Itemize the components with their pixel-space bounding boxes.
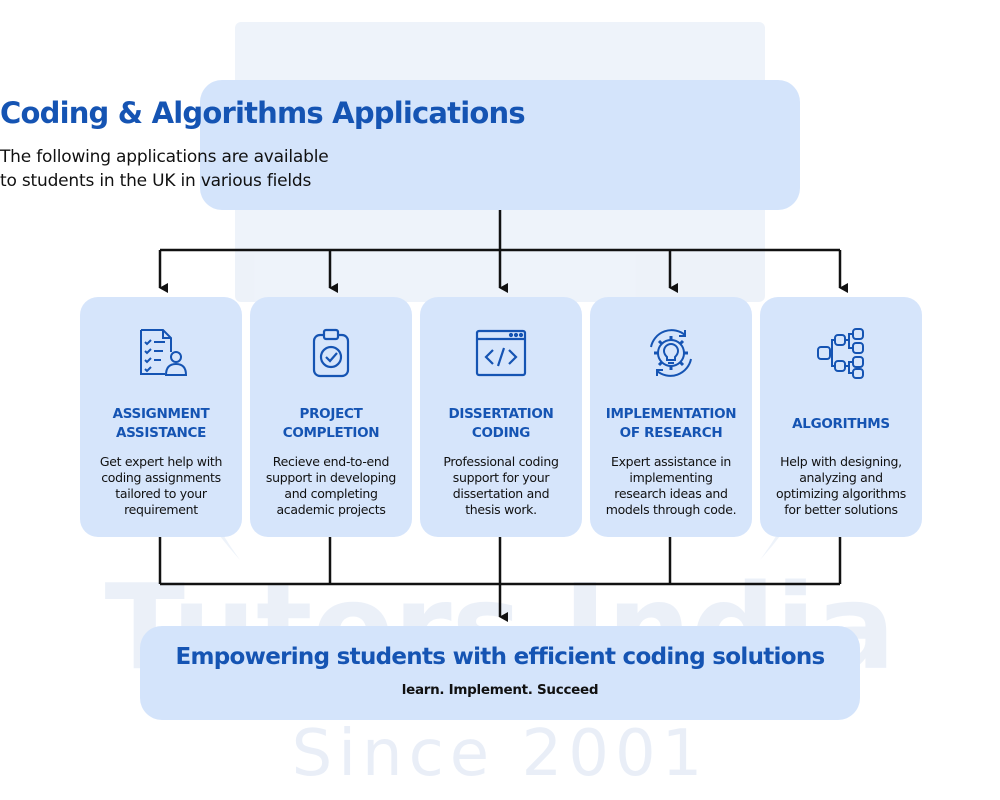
clipboard-check-icon: [312, 328, 350, 378]
header-subtitle: The following applications are available…: [0, 145, 1000, 193]
card-description: Help with designing,analyzing and optimi…: [775, 454, 906, 517]
header-box: [200, 80, 800, 210]
footer-title: Empowering students with efficient codin…: [175, 644, 826, 670]
card-title: ALGORITHMS: [792, 416, 890, 432]
header-subtitle-line1: The following applications are available: [0, 147, 329, 167]
gear-lightbulb-icon: [650, 329, 692, 377]
card-algorithms: ALGORITHMS Help with designing,analyzing…: [760, 297, 922, 537]
header-subtitle-line2: to students in the UK in various fields: [0, 171, 312, 191]
footer-box: Empowering students with efficient codin…: [140, 626, 860, 720]
footer-tagline: learn. Implement. Succeed: [401, 682, 599, 698]
flowchart-icon: [817, 328, 864, 379]
header-title: Coding & Algorithms Applications: [0, 96, 526, 130]
code-window-icon: [475, 329, 527, 377]
checklist-user-icon: [140, 329, 187, 376]
